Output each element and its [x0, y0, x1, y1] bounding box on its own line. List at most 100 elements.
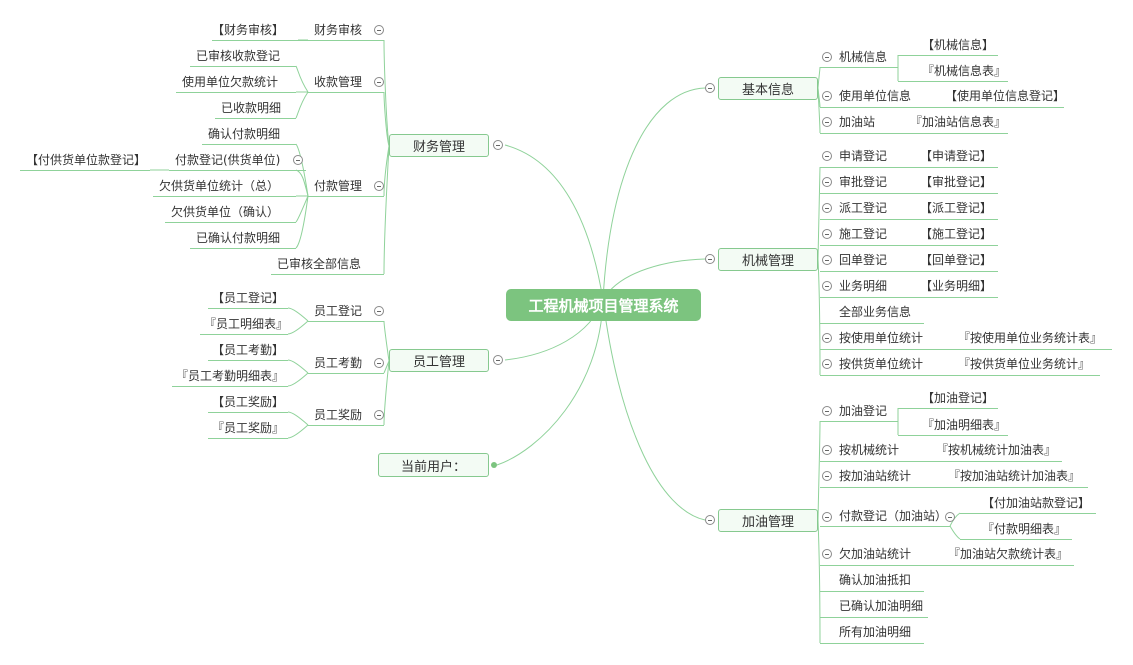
collapse-toggle-icon[interactable]: [493, 355, 503, 365]
leaf-receipt-slip[interactable]: 【回单登记】: [920, 253, 993, 267]
leaf-by-unit[interactable]: 『按使用单位业务统计表』: [958, 331, 1103, 345]
collapse-toggle-icon[interactable]: [374, 410, 384, 420]
leaf-station-info[interactable]: 『加油站信息表』: [910, 115, 1007, 129]
leaf-fuel-payment-1[interactable]: 【付加油站款登记】: [982, 496, 1091, 510]
node-fuel-by-station[interactable]: 按加油站统计: [839, 469, 912, 483]
collapse-toggle-icon[interactable]: [822, 549, 832, 559]
leaf-approve[interactable]: 【审批登记】: [920, 175, 993, 189]
node-fuel-by-machine[interactable]: 按机械统计: [839, 443, 900, 457]
node-fuel-arrears[interactable]: 欠加油站统计: [839, 547, 912, 561]
root-topic[interactable]: 工程机械项目管理系统: [506, 289, 701, 321]
leaf-staff-register-1[interactable]: 【员工登记】: [212, 291, 285, 305]
leaf-fuel-arrears[interactable]: 『加油站欠款统计表』: [948, 547, 1069, 561]
node-dispatch[interactable]: 派工登记: [839, 201, 888, 215]
leaf-staff-register-2[interactable]: 『员工明细表』: [204, 317, 289, 331]
collapse-toggle-icon[interactable]: [374, 25, 384, 35]
node-apply[interactable]: 申请登记: [839, 149, 888, 163]
leaf-receipt-3[interactable]: 已收款明细: [221, 101, 282, 115]
collapse-toggle-icon[interactable]: [705, 515, 715, 525]
leaf-payment-register[interactable]: 【付供货单位款登记】: [26, 153, 147, 167]
leaf-machine-info-2[interactable]: 『机械信息表』: [922, 64, 1007, 78]
leaf-dispatch[interactable]: 【派工登记】: [920, 201, 993, 215]
topic-basic-info[interactable]: 基本信息: [718, 77, 818, 100]
node-approve[interactable]: 审批登记: [839, 175, 888, 189]
collapse-toggle-icon[interactable]: [822, 52, 832, 62]
node-construct[interactable]: 施工登记: [839, 227, 888, 241]
node-payment-register[interactable]: 付款登记(供货单位): [175, 153, 281, 167]
collapse-toggle-icon[interactable]: [822, 359, 832, 369]
node-by-unit[interactable]: 按使用单位统计: [839, 331, 924, 345]
leaf-staff-reward-2[interactable]: 『员工奖励』: [212, 421, 285, 435]
node-staff-attendance[interactable]: 员工考勤: [314, 356, 363, 370]
node-receipt[interactable]: 收款管理: [314, 75, 363, 89]
node-finance-audit[interactable]: 财务审核: [314, 23, 363, 37]
topic-finance[interactable]: 财务管理: [389, 134, 489, 157]
topic-machinery[interactable]: 机械管理: [718, 248, 818, 271]
collapse-toggle-icon[interactable]: [822, 406, 832, 416]
node-station-info[interactable]: 加油站: [839, 115, 876, 129]
leaf-fuel-by-machine[interactable]: 『按机械统计加油表』: [936, 443, 1057, 457]
collapse-toggle-icon[interactable]: [705, 83, 715, 93]
leaf-business-detail[interactable]: 【业务明细】: [920, 279, 993, 293]
leaf-staff-reward-1[interactable]: 【员工奖励】: [212, 395, 285, 409]
collapse-toggle-icon[interactable]: [822, 91, 832, 101]
node-all-business[interactable]: 全部业务信息: [839, 305, 912, 319]
collapse-toggle-icon[interactable]: [822, 203, 832, 213]
node-all-fuel-detail[interactable]: 所有加油明细: [839, 625, 912, 639]
leaf-fuel-by-station[interactable]: 『按加油站统计加油表』: [948, 469, 1081, 483]
collapse-toggle-icon[interactable]: [374, 306, 384, 316]
leaf-staff-attendance-2[interactable]: 『员工考勤明细表』: [176, 369, 285, 383]
node-confirm-deduct[interactable]: 确认加油抵扣: [839, 573, 912, 587]
node-fuel-payment[interactable]: 付款登记（加油站）: [839, 509, 948, 523]
collapse-toggle-icon[interactable]: [822, 229, 832, 239]
topic-current-user[interactable]: 当前用户：: [378, 453, 489, 477]
collapse-toggle-icon[interactable]: [374, 77, 384, 87]
node-payment[interactable]: 付款管理: [314, 179, 363, 193]
collapse-toggle-icon[interactable]: [822, 117, 832, 127]
leaf-unit-info[interactable]: 【使用单位信息登记】: [945, 89, 1066, 103]
topic-staff[interactable]: 员工管理: [389, 349, 489, 372]
collapse-toggle-icon[interactable]: [822, 255, 832, 265]
leaf-by-supplier[interactable]: 『按供货单位业务统计』: [958, 357, 1091, 371]
node-staff-register[interactable]: 员工登记: [314, 304, 363, 318]
collapse-toggle-icon[interactable]: [293, 155, 303, 165]
leaf-fuel-register-1[interactable]: 【加油登记】: [922, 391, 995, 405]
leaf-fuel-register-2[interactable]: 『加油明细表』: [922, 418, 1007, 432]
collapse-toggle-icon[interactable]: [822, 512, 832, 522]
node-by-supplier[interactable]: 按供货单位统计: [839, 357, 924, 371]
collapse-toggle-icon[interactable]: [374, 358, 384, 368]
leaf-staff-attendance-1[interactable]: 【员工考勤】: [212, 343, 285, 357]
connector-line: [817, 66, 821, 89]
leaf-receipt-2[interactable]: 使用单位欠款统计: [182, 75, 279, 89]
node-fuel-register[interactable]: 加油登记: [839, 404, 888, 418]
leaf-apply[interactable]: 【申请登记】: [920, 149, 993, 163]
leaf-finance-audit[interactable]: 【财务审核】: [212, 23, 285, 37]
collapse-toggle-icon[interactable]: [945, 512, 955, 522]
collapse-toggle-icon[interactable]: [705, 254, 715, 264]
topic-fuel[interactable]: 加油管理: [718, 509, 818, 532]
node-all-audited[interactable]: 已审核全部信息: [277, 257, 362, 271]
collapse-toggle-icon[interactable]: [822, 471, 832, 481]
connector-line: [287, 307, 309, 322]
leaf-payment-3[interactable]: 欠供货单位（确认）: [171, 205, 280, 219]
node-confirmed-fuel-detail[interactable]: 已确认加油明细: [839, 599, 924, 613]
node-unit-info[interactable]: 使用单位信息: [839, 89, 912, 103]
collapse-toggle-icon[interactable]: [374, 181, 384, 191]
leaf-payment-2[interactable]: 欠供货单位统计（总）: [159, 179, 280, 193]
collapse-toggle-icon[interactable]: [822, 151, 832, 161]
collapse-toggle-icon[interactable]: [822, 177, 832, 187]
node-staff-reward[interactable]: 员工奖励: [314, 408, 363, 422]
collapse-toggle-icon[interactable]: [822, 281, 832, 291]
collapse-toggle-icon[interactable]: [822, 445, 832, 455]
leaf-payment-confirm[interactable]: 确认付款明细: [208, 127, 281, 141]
leaf-receipt-1[interactable]: 已审核收款登记: [196, 49, 281, 63]
node-machine-info[interactable]: 机械信息: [839, 50, 888, 64]
leaf-fuel-payment-2[interactable]: 『付款明细表』: [982, 522, 1067, 536]
collapse-toggle-icon[interactable]: [493, 140, 503, 150]
collapse-toggle-icon[interactable]: [822, 333, 832, 343]
leaf-payment-4[interactable]: 已确认付款明细: [196, 231, 281, 245]
leaf-construct[interactable]: 【施工登记】: [920, 227, 993, 241]
node-business-detail[interactable]: 业务明细: [839, 279, 888, 293]
node-receipt-slip[interactable]: 回单登记: [839, 253, 888, 267]
leaf-machine-info-1[interactable]: 【机械信息】: [922, 38, 995, 52]
